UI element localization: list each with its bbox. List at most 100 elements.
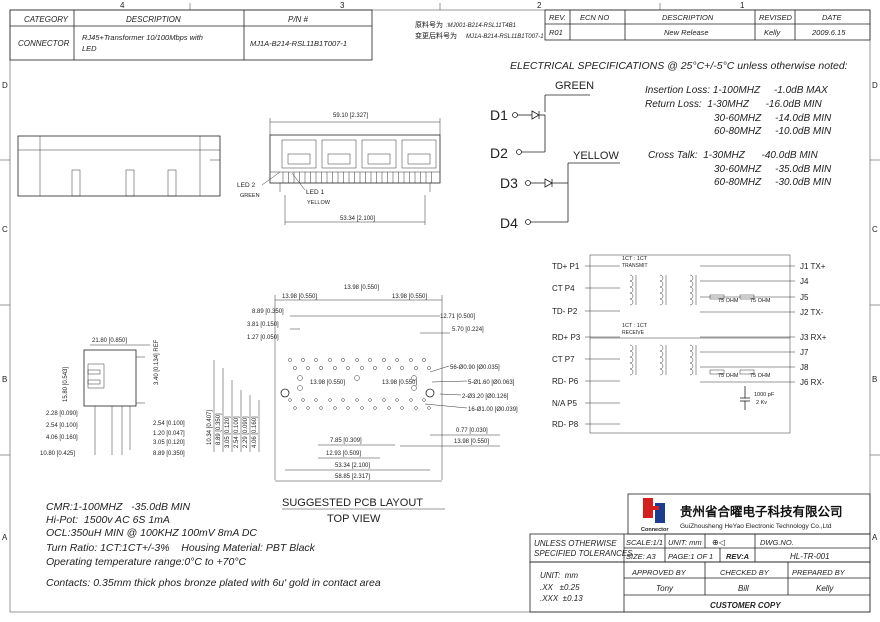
note-hipot: Hi-Pot: 1500v AC 6S 1mA xyxy=(46,514,170,526)
company-name-cn: 贵州省合曜电子科技有限公司 xyxy=(680,504,843,519)
pcb-bottom-dim-5: 0.77 [0.030] xyxy=(456,428,488,434)
pcb-hole xyxy=(414,406,418,410)
pcb-hole xyxy=(409,398,413,402)
zone-letter-c-left: C xyxy=(2,225,8,234)
pcb-hole xyxy=(314,398,318,402)
led-pin-d1: D1 xyxy=(490,107,508,123)
side-dim-1-20: 1.20 [0.047] xyxy=(153,431,185,437)
pcb-layout: 13.98 [0.550] 13.98 [0.550] 13.98 [0.550… xyxy=(207,285,518,525)
zone-letter-b-left: B xyxy=(2,375,7,384)
right-pin-label: J6 RX- xyxy=(800,378,825,387)
spec-cross-talk-1: Cross Talk: 1-30MHZ -40.0dB MIN xyxy=(648,150,818,161)
page-value: PAGE:1 OF 1 xyxy=(668,552,713,561)
description-value-line1: RJ45+Transformer 10/100Mbps with xyxy=(82,33,203,42)
pcb-hole xyxy=(328,398,332,402)
right-pin-label: J3 RX+ xyxy=(800,333,827,342)
led-hole xyxy=(411,375,417,381)
left-pin-label: CT P4 xyxy=(552,284,575,293)
pcb-hole xyxy=(409,358,413,362)
transformer-coil xyxy=(689,274,694,306)
header-category: CATEGORY xyxy=(24,15,69,24)
rev-header-date: DATE xyxy=(822,13,842,22)
rev-header-rev: REV. xyxy=(549,13,566,22)
transformer-coil xyxy=(659,344,664,376)
zone-letter-c-right: C xyxy=(872,225,878,234)
new-pn-label: 变更后料号为 xyxy=(415,31,457,40)
checked-by-label: CHECKED BY xyxy=(720,568,770,577)
zone-letter-d-left: D xyxy=(2,81,8,90)
electrical-title: ELECTRICAL SPECIFICATIONS @ 25°C+/-5°C u… xyxy=(510,60,848,72)
pcb-hole xyxy=(382,358,386,362)
spec-cross-talk-3: 60-80MHZ -30.0dB MIN xyxy=(714,177,832,188)
cap-voltage: 2 Kv xyxy=(756,400,767,406)
pcb-hole xyxy=(355,358,359,362)
schematic-tx-label: TRANSMIT xyxy=(622,263,648,269)
resistor-label-1: 75 OHM xyxy=(718,298,739,304)
prepared-by-label: PREPARED BY xyxy=(792,568,846,577)
spec-return-loss-2: 30-60MHZ -14.0dB MIN xyxy=(714,113,832,124)
schematic-rx-ratio: 1CT : 1CT xyxy=(622,323,648,329)
pcb-hole xyxy=(400,366,404,370)
note-contacts: Contacts: 0.35mm thick phos bronze plate… xyxy=(46,577,381,589)
pcb-hole xyxy=(306,406,310,410)
zone-number-3: 3 xyxy=(340,1,345,10)
side-dim-3-05: 3.05 [0.120] xyxy=(153,440,185,446)
pcb-hole xyxy=(346,406,350,410)
side-dim-2-54-right: 2.54 [0.100] xyxy=(153,421,185,427)
spec-cross-talk-2: 30-60MHZ -35.0dB MIN xyxy=(714,164,832,175)
pcb-hole-note-4: 16-Ø1.00 [Ø0.039] xyxy=(468,407,518,413)
led2-color: GREEN xyxy=(240,193,260,199)
pcb-hole xyxy=(427,366,431,370)
rev-value: REV:A xyxy=(726,552,749,561)
pcb-hole-note-3: 2-Ø3.20 [Ø0.126] xyxy=(462,394,509,400)
right-pin-label: J4 xyxy=(800,277,809,286)
front-width-top: 59.10 [2.327] xyxy=(333,113,368,119)
connector-end-view: 21.80 [0.850] 15.80 [0.543] 3.40 [0.134]… xyxy=(40,338,185,457)
resistor-label-2: 75 OHM xyxy=(750,298,771,304)
side-dim-10-80: 10.80 [0.425] xyxy=(40,451,75,457)
spec-return-loss-1: Return Loss: 1-30MHZ -16.0dB MIN xyxy=(645,99,823,110)
part-change-note: 原料号为 :MJ001-B214-RSL11T4B1 变更后料号为 MJ1A-B… xyxy=(415,20,544,40)
spec-insertion-loss: Insertion Loss: 1-100MHZ -1.0dB MAX xyxy=(645,85,828,96)
pcb-hole xyxy=(422,358,426,362)
side-dim-ref: 3.40 [0.134] REF xyxy=(154,339,160,385)
led-pin-d3: D3 xyxy=(500,175,518,191)
projection-symbol: ⊕◁ xyxy=(712,538,726,547)
pcb-hole xyxy=(333,366,337,370)
left-pin-label: RD- P8 xyxy=(552,420,579,429)
pcb-left-dim-4: 2.54 [0.100] xyxy=(234,416,240,448)
right-pin-label: J8 xyxy=(800,363,809,372)
orig-pn-label: 原料号为 xyxy=(415,20,443,29)
transformer-schematic: 1CT : 1CT TRANSMIT 1CT : 1CT RECEIVE 75 … xyxy=(552,254,827,434)
left-pin-label: CT P7 xyxy=(552,355,575,364)
resistor-label-4: 75 OHM xyxy=(750,373,771,379)
led2-label: LED 2 xyxy=(237,182,255,189)
pcb-hole xyxy=(395,398,399,402)
side-dim-8-89: 8.89 [0.350] xyxy=(153,451,185,457)
pcb-top-dim-2: 13.98 [0.550] xyxy=(344,285,379,291)
rev-header-revised: REVISED xyxy=(759,13,793,22)
housing-side-view xyxy=(17,135,221,197)
rev-row-revised: Kelly xyxy=(764,28,782,37)
pcb-bottom-dim-3: 53.34 [2.100] xyxy=(335,463,370,469)
pcb-hole xyxy=(306,366,310,370)
approved-by-label: APPROVED BY xyxy=(631,568,687,577)
rev-row-date: 2009.6.15 xyxy=(811,28,846,37)
electrical-specs: ELECTRICAL SPECIFICATIONS @ 25°C+/-5°C u… xyxy=(510,60,848,188)
dwg-no-label: DWG.NO. xyxy=(760,538,794,547)
left-pin-label: TD+ P1 xyxy=(552,262,580,271)
pcb-left-dim-5: 2.29 [0.090] xyxy=(243,416,249,448)
led-yellow-label: YELLOW xyxy=(573,150,619,162)
resistor xyxy=(739,369,755,375)
resistor xyxy=(709,369,725,375)
revision-table: REV. ECN NO DESCRIPTION REVISED DATE R01… xyxy=(544,9,871,41)
pcb-left-dim-2: 8.89 [0.350] xyxy=(216,413,222,445)
led1-label: LED 1 xyxy=(306,189,324,196)
right-pin-label: J1 TX+ xyxy=(800,262,826,271)
pn-value: MJ1A-B214-RSL11B1T007-1 xyxy=(250,39,347,48)
checker-name: Bill xyxy=(738,584,749,593)
pcb-top-dim-1: 13.98 [0.550] xyxy=(282,294,317,300)
pcb-top-dim-6: 1.27 [0.050] xyxy=(247,335,279,341)
mounting-hole xyxy=(280,388,290,398)
